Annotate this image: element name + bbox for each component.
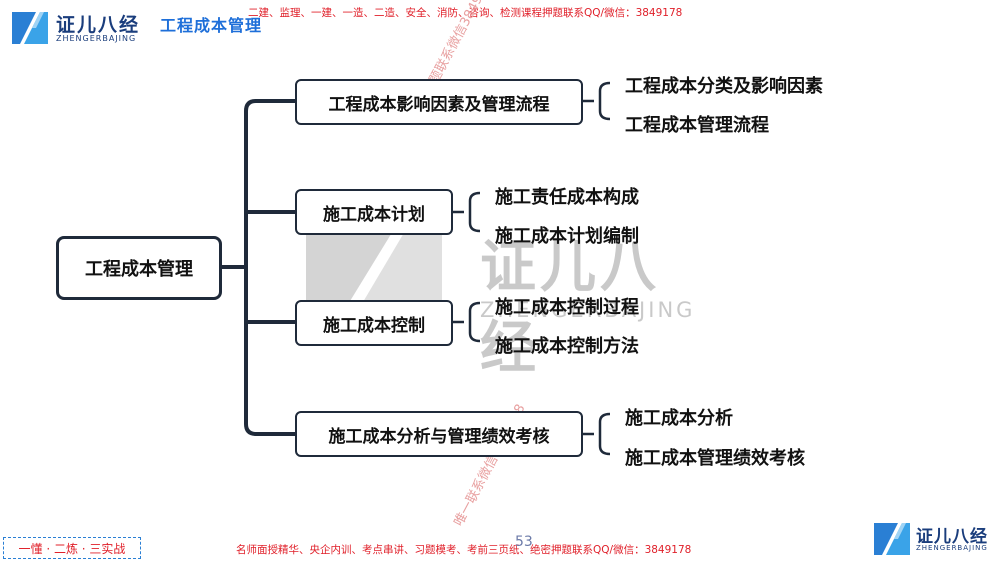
- header-logo: 证儿八经 ZHENGERBAJING: [10, 8, 160, 48]
- branch-cost-plan: 施工成本计划: [295, 189, 453, 235]
- branch-cost-analysis: 施工成本分析与管理绩效考核: [295, 411, 583, 457]
- header-ad-text: 二建、监理、一建、一造、二造、安全、消防、咨询、检测课程押题联系QQ/微信：38…: [248, 7, 683, 19]
- leaf-cost-classification: 工程成本分类及影响因素: [625, 76, 823, 97]
- footer-ad-text: 名师面授精华、央企内训、考点串讲、习题模考、考前三页纸、绝密押题联系QQ/微信：…: [236, 544, 692, 556]
- leaf-cost-analysis: 施工成本分析: [625, 408, 733, 429]
- branch-cost-factors: 工程成本影响因素及管理流程: [295, 79, 583, 125]
- footer-slogan: 一懂 · 二炼 · 三实战: [3, 537, 141, 559]
- logo-mark-icon: [12, 12, 48, 44]
- leaf-responsibility-cost: 施工责任成本构成: [495, 187, 639, 208]
- watermark-logo-icon: [306, 226, 442, 324]
- leaf-plan-preparation: 施工成本计划编制: [495, 226, 639, 247]
- watermark-logo-sub: ZHENGERBAJING: [480, 298, 696, 322]
- page-title: 工程成本管理: [160, 16, 263, 35]
- leaf-control-process: 施工成本控制过程: [495, 297, 639, 318]
- footer-logo-sub: ZHENGERBAJING: [916, 544, 988, 552]
- footer-logo-text: 证儿八经: [916, 527, 988, 547]
- leaf-control-method: 施工成本控制方法: [495, 336, 639, 357]
- leaf-performance-assessment: 施工成本管理绩效考核: [625, 448, 805, 469]
- branch-cost-control: 施工成本控制: [295, 300, 453, 346]
- center-watermark: 证儿八经 ZHENGERBAJING: [300, 220, 710, 381]
- footer-logo: 证儿八经 ZHENGERBAJING: [872, 519, 996, 559]
- footer-logo-mark-icon: [874, 523, 910, 555]
- mindmap-root: 工程成本管理: [56, 236, 222, 300]
- page-number: 53: [515, 534, 533, 550]
- watermark-logo-text: 证儿八经: [480, 235, 660, 381]
- leaf-cost-process: 工程成本管理流程: [625, 115, 769, 136]
- header-logo-sub: ZHENGERBAJING: [56, 34, 137, 43]
- header-logo-text: 证儿八经: [56, 14, 141, 36]
